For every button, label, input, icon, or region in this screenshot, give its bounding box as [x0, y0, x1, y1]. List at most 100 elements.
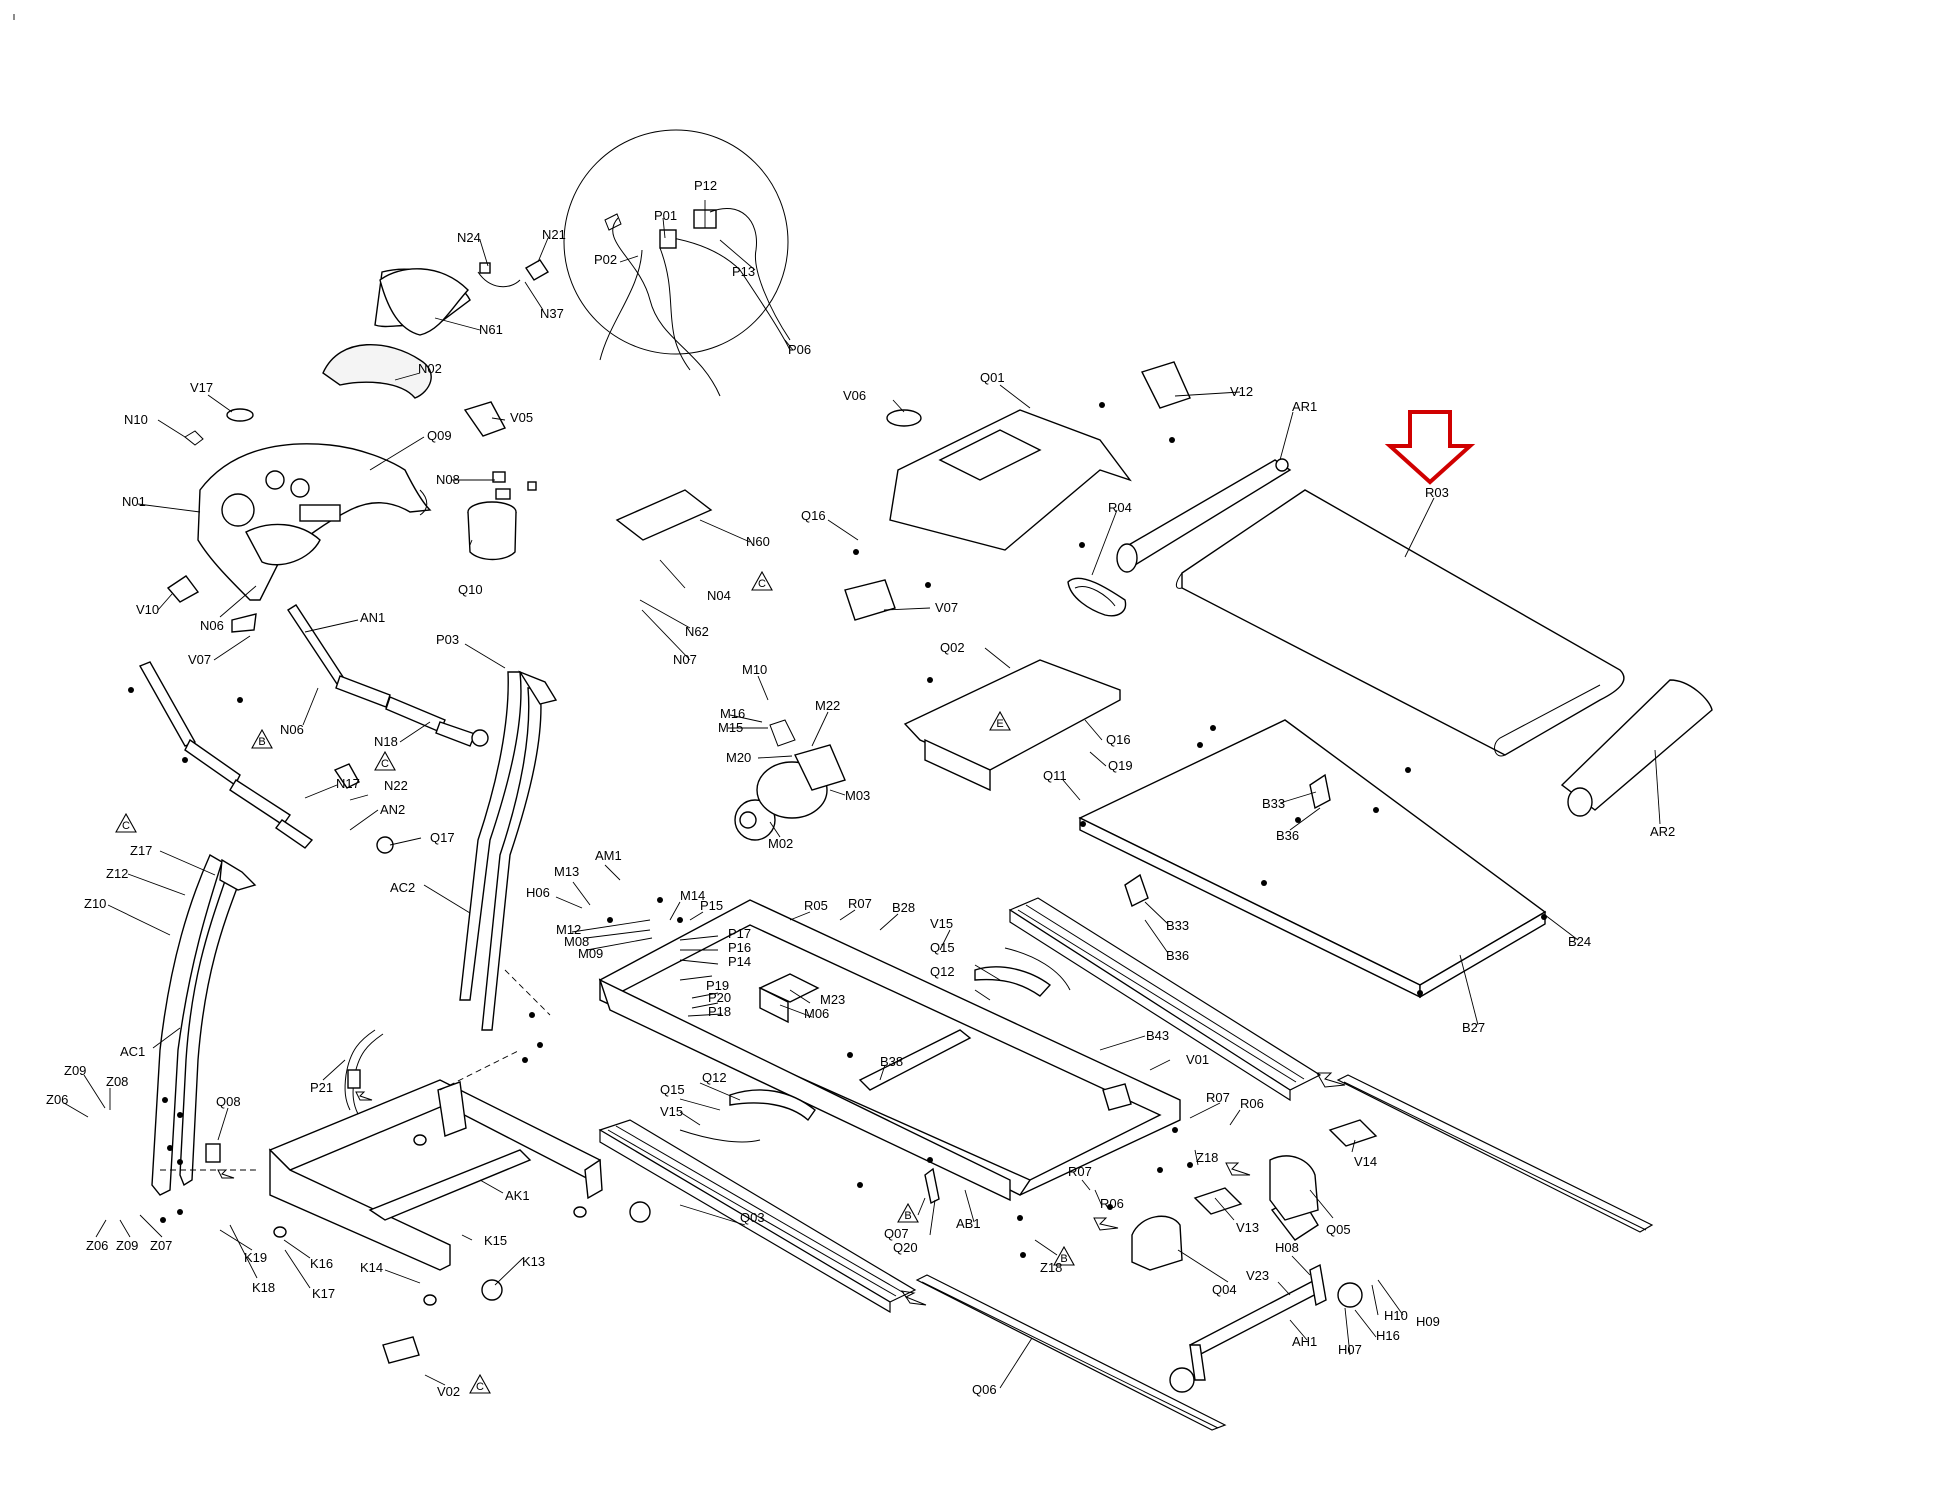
part-label: K18	[252, 1280, 275, 1295]
part-labels: N24 N21 N37 N61 N02 P12 P01 P02 P13 P06 …	[46, 178, 1675, 1399]
part-label: H06	[526, 885, 550, 900]
svg-text:C: C	[758, 578, 766, 590]
part-label: P12	[694, 178, 717, 193]
part-label: AM1	[595, 848, 622, 863]
section-markers: C C C C B B B E	[115, 570, 1075, 1394]
svg-text:C: C	[476, 1381, 484, 1393]
part-label: M02	[768, 836, 793, 851]
part-label: N18	[374, 734, 398, 749]
part-label: N10	[124, 412, 148, 427]
part-label: V13	[1236, 1220, 1259, 1235]
part-label: N61	[479, 322, 503, 337]
part-label: B24	[1568, 934, 1591, 949]
part-label: V10	[136, 602, 159, 617]
part-label: V23	[1246, 1268, 1269, 1283]
part-label: Q16	[1106, 732, 1131, 747]
part-label: N24	[457, 230, 481, 245]
part-label: Q17	[430, 830, 455, 845]
part-label: AC2	[390, 880, 415, 895]
part-label: Q10	[458, 582, 483, 597]
part-label: V12	[1230, 384, 1253, 399]
part-label: AR2	[1650, 824, 1675, 839]
part-label: M23	[820, 992, 845, 1007]
part-label: Q15	[660, 1082, 685, 1097]
part-label: V07	[935, 600, 958, 615]
part-label: B36	[1276, 828, 1299, 843]
part-label: M22	[815, 698, 840, 713]
part-label: R06	[1100, 1196, 1124, 1211]
part-label: P13	[732, 264, 755, 279]
highlight-arrow	[1384, 410, 1476, 485]
part-label: Q16	[801, 508, 826, 523]
part-label: Q01	[980, 370, 1005, 385]
part-label: M06	[804, 1006, 829, 1021]
part-label: AH1	[1292, 1334, 1317, 1349]
part-label: R04	[1108, 500, 1132, 515]
part-label: M12	[556, 922, 581, 937]
part-label: N01	[122, 494, 146, 509]
deck-assembly	[1078, 458, 1713, 999]
main-frame	[598, 361, 1191, 1202]
part-label: R06	[1240, 1096, 1264, 1111]
part-label: K19	[244, 1250, 267, 1265]
section-marker-c: C	[751, 570, 773, 591]
part-label: R07	[848, 896, 872, 911]
part-label: Q04	[1212, 1282, 1237, 1297]
part-label: AC1	[120, 1044, 145, 1059]
part-label: V01	[1186, 1052, 1209, 1067]
upright-assembly	[151, 670, 558, 1196]
part-label: M14	[680, 888, 705, 903]
part-label: Q08	[216, 1094, 241, 1109]
part-label: AN1	[360, 610, 385, 625]
part-label: N07	[673, 652, 697, 667]
part-label: P18	[708, 1004, 731, 1019]
part-label: N17	[336, 776, 360, 791]
section-marker-b: B	[251, 728, 273, 749]
part-label: R03	[1425, 485, 1449, 500]
part-label: Q12	[702, 1070, 727, 1085]
part-label: Q20	[893, 1240, 918, 1255]
part-label: M20	[726, 750, 751, 765]
part-label: M10	[742, 662, 767, 677]
part-label: P14	[728, 954, 751, 969]
part-label: K13	[522, 1254, 545, 1269]
part-label: B33	[1166, 918, 1189, 933]
part-label: H08	[1275, 1240, 1299, 1255]
handlebar-assembly	[138, 604, 489, 854]
part-label: Q05	[1326, 1222, 1351, 1237]
part-label: V15	[930, 916, 953, 931]
part-label: M08	[564, 934, 589, 949]
part-label: Z06	[46, 1092, 68, 1107]
svg-text:C: C	[381, 758, 389, 770]
part-label: V07	[188, 652, 211, 667]
part-label: Q06	[972, 1382, 997, 1397]
part-label: V15	[660, 1104, 683, 1119]
part-label: B33	[1262, 796, 1285, 811]
part-label: Z18	[1040, 1260, 1062, 1275]
part-label: Q03	[740, 1210, 765, 1225]
part-label: P02	[594, 252, 617, 267]
base-frame	[160, 969, 651, 1364]
part-label: Q07	[884, 1226, 909, 1241]
part-label: Z09	[64, 1063, 86, 1078]
part-label: M03	[845, 788, 870, 803]
svg-text:B: B	[1060, 1253, 1067, 1265]
part-label: R07	[1206, 1090, 1230, 1105]
part-label: N04	[707, 588, 731, 603]
part-label: Z08	[106, 1074, 128, 1089]
part-label: P16	[728, 940, 751, 955]
part-label: Q15	[930, 940, 955, 955]
leader-lines	[63, 200, 1661, 1389]
part-label: K17	[312, 1286, 335, 1301]
part-label: AB1	[956, 1216, 981, 1231]
part-label: P15	[700, 898, 723, 913]
part-label: V14	[1354, 1154, 1377, 1169]
part-label: Q19	[1108, 758, 1133, 773]
part-label: R05	[804, 898, 828, 913]
part-label: Z17	[130, 843, 152, 858]
svg-text:B: B	[904, 1210, 911, 1222]
svg-text:E: E	[996, 718, 1003, 730]
svg-text:B: B	[258, 736, 265, 748]
part-label: N08	[436, 472, 460, 487]
section-marker-b: B	[897, 1202, 919, 1223]
